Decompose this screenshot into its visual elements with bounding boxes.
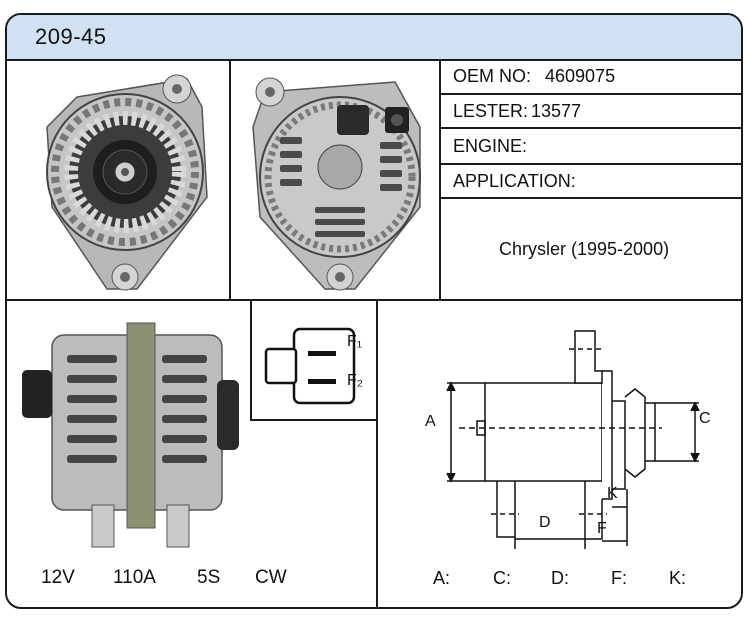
header-bar: 209-45 (7, 15, 741, 61)
divider (441, 127, 741, 129)
alternator-front-view (46, 74, 208, 291)
dim-a-label: A: (433, 568, 451, 588)
divider (441, 197, 741, 199)
dim-d-label: D: (551, 568, 569, 588)
divider (376, 301, 378, 607)
lester-label: LESTER: (453, 101, 529, 121)
oem-label: OEM NO: (453, 66, 532, 86)
connector-pin2-label: F₂ (347, 372, 363, 389)
alternator-rear-view (252, 77, 421, 291)
dim-label-a: A (425, 413, 436, 430)
divider (441, 163, 741, 165)
dim-label-k: K (607, 485, 618, 502)
spec-voltage: 12V (41, 567, 75, 588)
dim-k-label: K: (669, 568, 687, 588)
connector-diagram (264, 327, 356, 405)
application-label: APPLICATION: (453, 171, 576, 191)
spec-rotation: CW (255, 567, 287, 588)
application-value: Chrysler (1995-2000) (499, 239, 670, 259)
divider (229, 59, 231, 301)
divider (250, 419, 378, 421)
product-card: 209-45 OEM NO: 4609075 LESTER: 13577 ENG… (5, 13, 743, 609)
part-number: 209-45 (35, 24, 107, 49)
dim-f-label: F: (611, 568, 627, 588)
lester-value: 13577 (531, 101, 582, 121)
divider (441, 93, 741, 95)
dim-c-label: C: (493, 568, 511, 588)
connector-pin1-label: F₁ (347, 333, 363, 350)
dim-label-c: C (699, 410, 711, 427)
divider (7, 299, 741, 301)
divider (250, 301, 252, 421)
spec-amperage: 110A (113, 567, 156, 588)
spec-pulley: 5S (197, 567, 221, 588)
engine-label: ENGINE: (453, 136, 528, 156)
dimension-drawing (446, 330, 700, 549)
alternator-side-view (22, 322, 239, 548)
divider (439, 59, 441, 301)
oem-value: 4609075 (545, 66, 616, 86)
dim-label-f: F (597, 520, 607, 537)
dim-label-d: D (539, 514, 551, 531)
